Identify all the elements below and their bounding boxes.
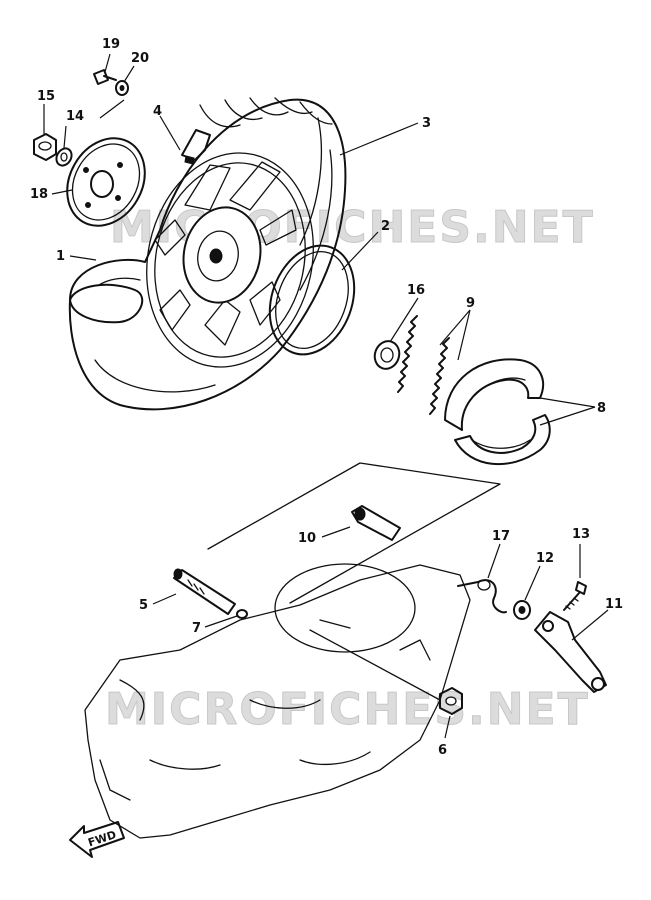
callout-11: 11 <box>605 597 623 612</box>
watermark-bottom: MICROFICHES.NET <box>105 684 590 735</box>
callout-3: 3 <box>422 116 431 131</box>
forward-direction-arrow: FWD <box>69 821 125 858</box>
washer-14 <box>55 147 73 167</box>
callout-12: 12 <box>536 551 554 566</box>
assembly-boundary <box>207 462 501 604</box>
leader-lines <box>43 53 609 739</box>
springs-9 <box>397 315 450 415</box>
callout-2: 2 <box>381 219 390 234</box>
callout-8: 8 <box>597 401 606 416</box>
brake-lever-11 <box>534 611 607 693</box>
callout-13: 13 <box>572 527 590 542</box>
bolt-13 <box>563 581 587 611</box>
callout-6: 6 <box>438 743 447 758</box>
washer-20 <box>115 80 129 96</box>
callout-18: 18 <box>30 187 48 202</box>
callout-5: 5 <box>139 598 148 613</box>
bolt-19 <box>93 69 117 85</box>
o-ring-7 <box>236 609 248 619</box>
spring-17 <box>457 579 507 614</box>
callout-4: 4 <box>153 104 162 119</box>
callout-10: 10 <box>298 531 316 546</box>
nut-15 <box>33 133 57 161</box>
callouts: 1 2 3 4 5 6 7 8 9 10 11 12 13 14 15 16 1… <box>30 37 623 758</box>
callout-17: 17 <box>492 529 510 544</box>
callout-16: 16 <box>407 283 425 298</box>
callout-7: 7 <box>192 621 201 636</box>
transmission-case <box>84 563 471 839</box>
callout-1: 1 <box>56 249 65 264</box>
callout-19: 19 <box>102 37 120 52</box>
washer-12 <box>513 600 531 620</box>
brake-shoes-8 <box>444 358 551 466</box>
o-ring <box>268 244 356 356</box>
seal-16 <box>373 340 401 370</box>
callout-14: 14 <box>66 109 84 124</box>
callout-15: 15 <box>37 89 55 104</box>
nut-6 <box>439 687 463 715</box>
wheel-tire <box>68 97 347 411</box>
watermark-top: MICROFICHES.NET <box>110 202 595 253</box>
hub-flange-plate <box>66 137 146 227</box>
callout-20: 20 <box>131 51 149 66</box>
callout-9: 9 <box>466 296 475 311</box>
camshaft-10 <box>351 505 401 541</box>
shaft-5 <box>173 568 236 615</box>
